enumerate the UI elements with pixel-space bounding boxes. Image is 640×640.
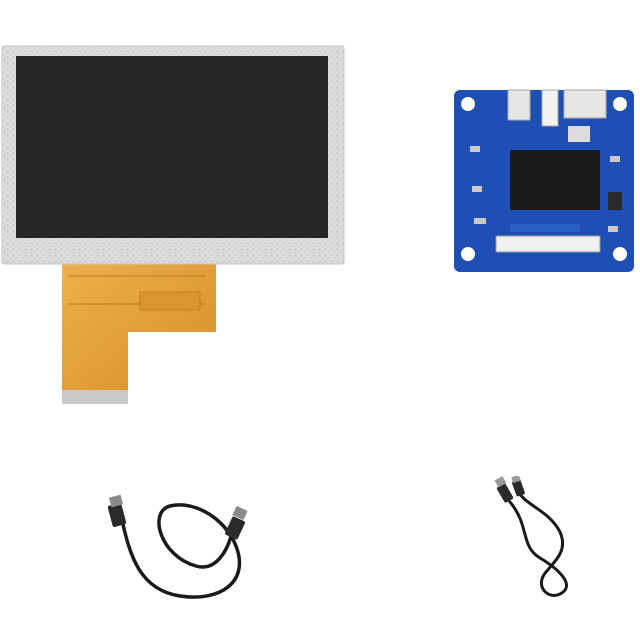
usb-cable bbox=[490, 476, 590, 602]
hdmi-cable bbox=[100, 486, 260, 614]
hdmi-cable-graphic bbox=[107, 494, 248, 599]
cable-coil bbox=[508, 492, 568, 597]
hdmi-plug bbox=[225, 516, 245, 540]
usb-plug bbox=[512, 479, 525, 497]
lcd-display-module bbox=[0, 44, 346, 414]
main-chip bbox=[510, 150, 600, 210]
usb-connector bbox=[507, 89, 531, 121]
mount-hole bbox=[461, 247, 475, 261]
driver-board-graphic bbox=[454, 89, 634, 272]
mount-hole bbox=[461, 97, 475, 111]
fpc-connector bbox=[495, 235, 601, 253]
driver-board bbox=[450, 86, 638, 274]
mount-hole bbox=[613, 97, 627, 111]
lcd-display-graphic bbox=[1, 45, 345, 404]
header-connector bbox=[541, 89, 559, 127]
mount-hole bbox=[613, 247, 627, 261]
hdmi-plug bbox=[107, 503, 127, 527]
hdmi-connector bbox=[563, 89, 607, 119]
usb-cable-graphic bbox=[494, 476, 568, 597]
lcd-screen bbox=[16, 56, 328, 238]
flex-cable bbox=[62, 260, 216, 390]
usb-plug bbox=[496, 483, 514, 503]
cable-loop bbox=[120, 503, 242, 599]
flex-cable-contacts bbox=[62, 390, 128, 404]
